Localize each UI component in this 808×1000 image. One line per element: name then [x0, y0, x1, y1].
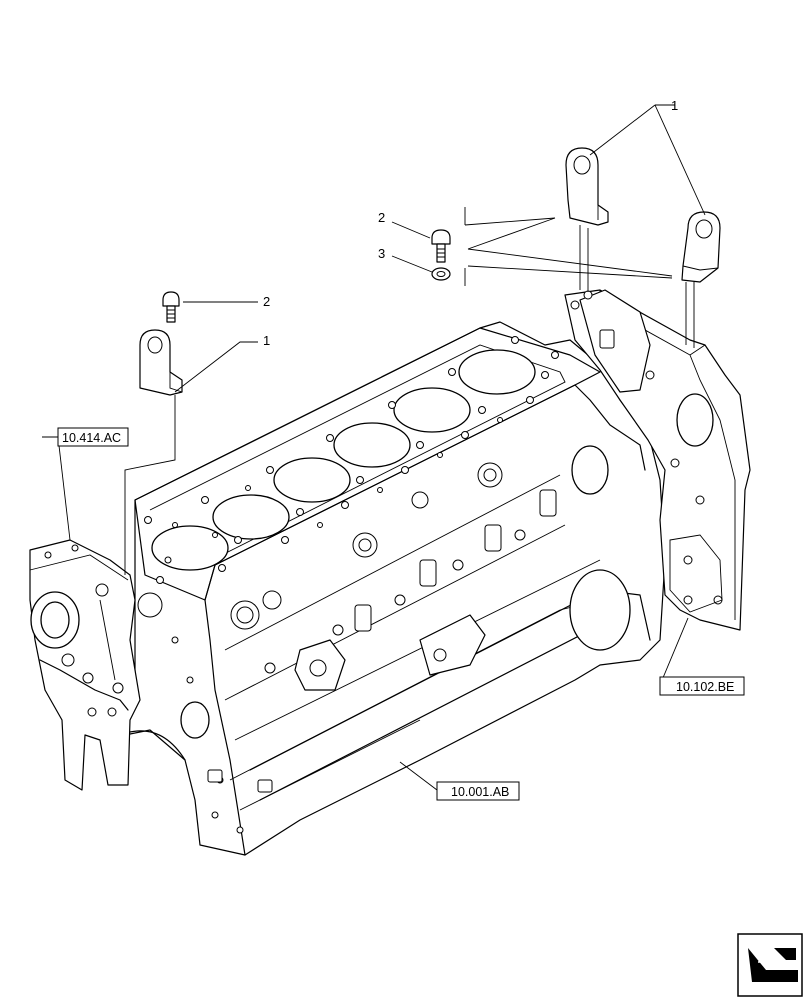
lifting-eye-left [139, 329, 183, 396]
ref-rear-cover[interactable]: 10.102.BE [659, 676, 745, 696]
callout-1-top: 1 [671, 98, 678, 113]
engine-block [119, 321, 666, 856]
callout-3-top: 3 [378, 246, 385, 261]
bolt-top [431, 229, 451, 263]
bolt-left [162, 291, 180, 323]
ref-engine-block[interactable]: 10.001.AB [436, 781, 520, 801]
callout-1-left: 1 [263, 333, 270, 348]
ref-front-support[interactable]: 10.414.AC [57, 427, 129, 447]
ref-rear-cover-label: 10.102.BE [676, 680, 734, 694]
lifting-eye-right-a [565, 147, 609, 292]
lifting-eye-right-b [681, 211, 721, 348]
rear-cover [564, 289, 751, 631]
callout-2-left: 2 [263, 294, 270, 309]
ref-front-support-label: 10.414.AC [62, 431, 121, 445]
ref-engine-block-label: 10.001.AB [451, 785, 509, 799]
next-page-arrow-icon[interactable] [737, 933, 803, 997]
front-engine-support [29, 539, 141, 791]
callout-2-top: 2 [378, 210, 385, 225]
deck-holes [144, 336, 559, 584]
leader-lines [42, 104, 706, 791]
washer-top [431, 267, 451, 281]
